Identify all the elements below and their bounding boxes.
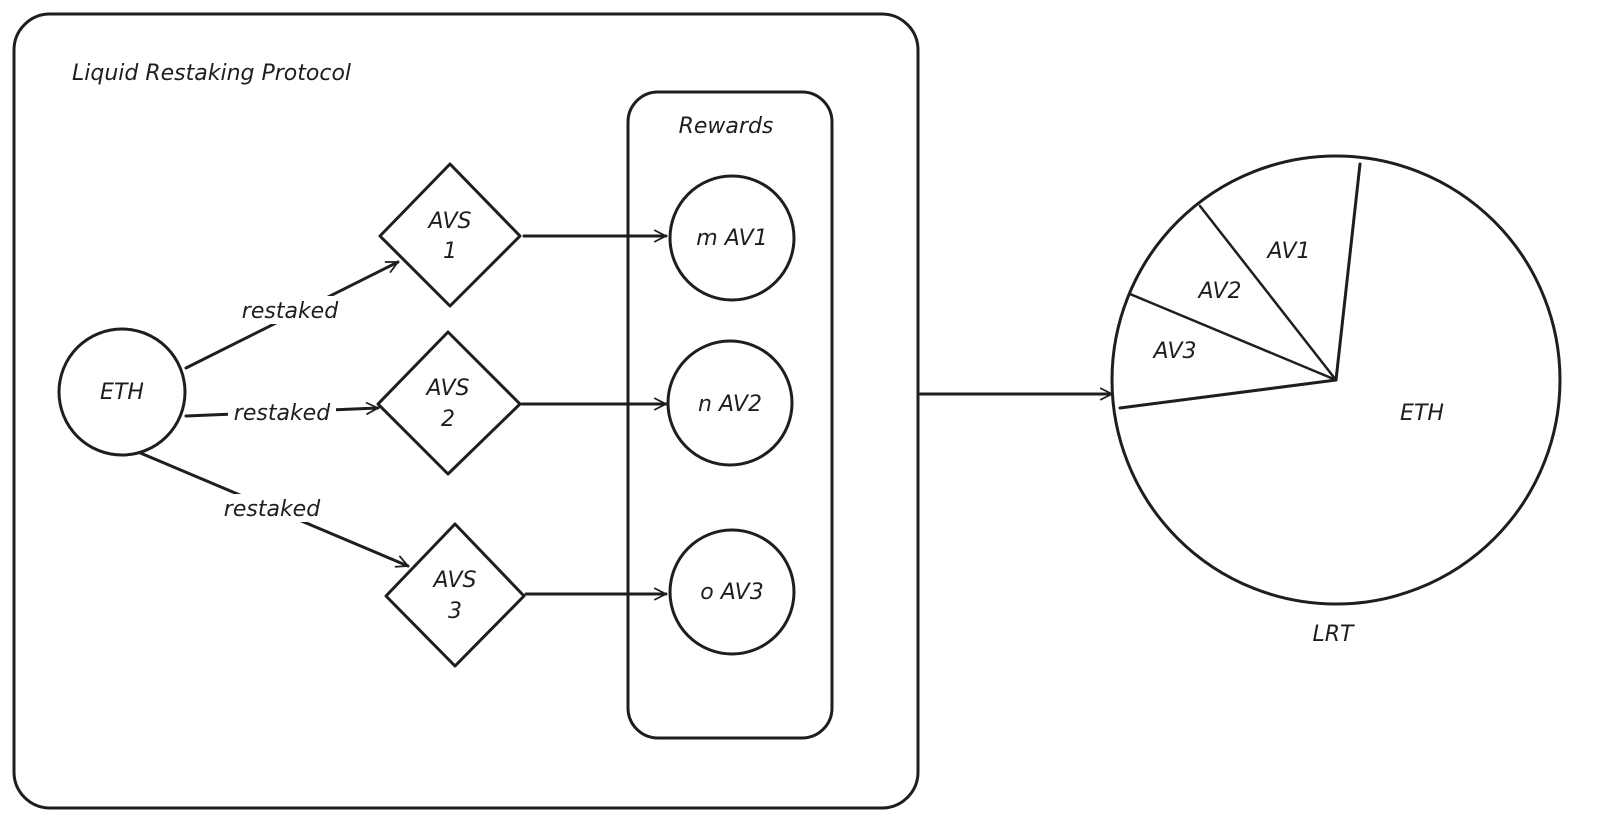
avs-node-3: AVS 3 <box>384 522 526 668</box>
avs-node-2-line1: AVS <box>425 376 470 401</box>
reward-av3-label: o AV3 <box>700 580 763 605</box>
avs-node-1: AVS 1 <box>378 162 522 308</box>
avs-node-1-line1: AVS <box>427 209 472 234</box>
pie-divider-av3-eth <box>1118 378 1338 410</box>
avs-node-3-line1: AVS <box>432 568 477 593</box>
eth-node-label: ETH <box>100 380 144 405</box>
avs-node-2: AVS 2 <box>376 330 522 476</box>
reward-av1-label: m AV1 <box>696 226 767 251</box>
avs-node-3-line2: 3 <box>448 599 462 624</box>
edge-label-3: restaked <box>224 497 321 522</box>
edge-label-1: restaked <box>242 299 339 324</box>
reward-av2-label: n AV2 <box>698 392 762 417</box>
eth-node <box>57 327 187 457</box>
edge-label-2: restaked <box>234 401 331 426</box>
pie-divider-eth-av1 <box>1334 162 1362 382</box>
avs-node-2-line2: 2 <box>441 407 455 432</box>
lrt-pie: AV1 AV2 AV3 ETH <box>1110 154 1562 606</box>
reward-av3: o AV3 <box>668 528 796 656</box>
reward-av2: n AV2 <box>666 339 794 467</box>
pie-slice-av3-label: AV3 <box>1151 339 1196 364</box>
reward-av1: m AV1 <box>668 174 796 302</box>
avs-node-1-line2: 1 <box>443 239 457 264</box>
rewards-title: Rewards <box>679 114 774 139</box>
edge-label-bg-2 <box>228 398 336 426</box>
pie-slice-av2-label: AV2 <box>1196 279 1241 304</box>
edge-label-bg-1 <box>236 296 344 324</box>
edge-label-bg-3 <box>218 494 326 522</box>
lrt-caption: LRT <box>1313 622 1356 647</box>
pie-divider-av1-av2 <box>1198 204 1338 382</box>
pie-divider-av2-av3 <box>1128 292 1338 382</box>
protocol-title: Liquid Restaking Protocol <box>72 61 351 86</box>
pie-slice-av1-label: AV1 <box>1265 239 1310 264</box>
pie-slice-eth-label: ETH <box>1400 401 1444 426</box>
